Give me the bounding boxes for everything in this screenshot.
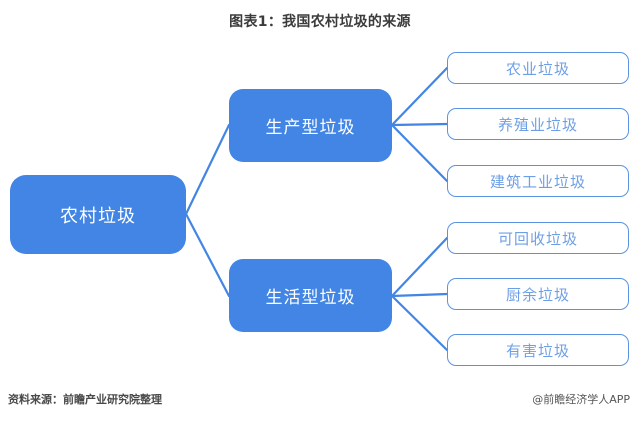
node-leaf-label: 养殖业垃圾 (497, 115, 578, 134)
node-leaf-construction-industrial-waste[interactable]: 建筑工业垃圾 (447, 165, 629, 197)
connector-living-to-leaf-3 (390, 236, 449, 298)
node-leaf-hazardous-waste[interactable]: 有害垃圾 (447, 334, 629, 366)
connector-production-to-leaf-0 (390, 66, 449, 127)
node-leaf-kitchen-waste[interactable]: 厨余垃圾 (447, 278, 629, 310)
connector-production-to-leaf-2 (390, 123, 449, 183)
node-leaf-agricultural-waste[interactable]: 农业垃圾 (447, 52, 629, 84)
watermark-label: @前瞻经济学人APP (532, 393, 630, 406)
page-title: 图表1：我国农村垃圾的来源 (229, 14, 411, 30)
node-root-rural-waste[interactable]: 农村垃圾 (10, 175, 186, 254)
source-note: 资料来源：前瞻产业研究院整理 (8, 393, 162, 406)
node-leaf-label: 有害垃圾 (505, 341, 570, 360)
node-leaf-label: 建筑工业垃圾 (489, 172, 586, 191)
connector-root-to-production (184, 123, 231, 216)
node-leaf-breeding-industry-waste[interactable]: 养殖业垃圾 (447, 108, 629, 140)
node-branch-label: 生产型垃圾 (265, 118, 356, 138)
node-leaf-label: 农业垃圾 (505, 59, 570, 78)
node-leaf-label: 厨余垃圾 (505, 285, 570, 304)
node-branch-label: 生活型垃圾 (265, 288, 356, 308)
node-leaf-label: 可回收垃圾 (497, 229, 578, 248)
node-branch-production-waste[interactable]: 生产型垃圾 (229, 89, 392, 162)
node-branch-living-waste[interactable]: 生活型垃圾 (229, 259, 392, 332)
node-root-label: 农村垃圾 (60, 205, 136, 227)
node-leaf-recyclable-waste[interactable]: 可回收垃圾 (447, 222, 629, 254)
connector-root-to-living (184, 212, 231, 298)
connector-production-to-leaf-1 (390, 122, 449, 127)
connector-living-to-leaf-4 (390, 292, 449, 298)
connector-living-to-leaf-5 (390, 294, 449, 352)
